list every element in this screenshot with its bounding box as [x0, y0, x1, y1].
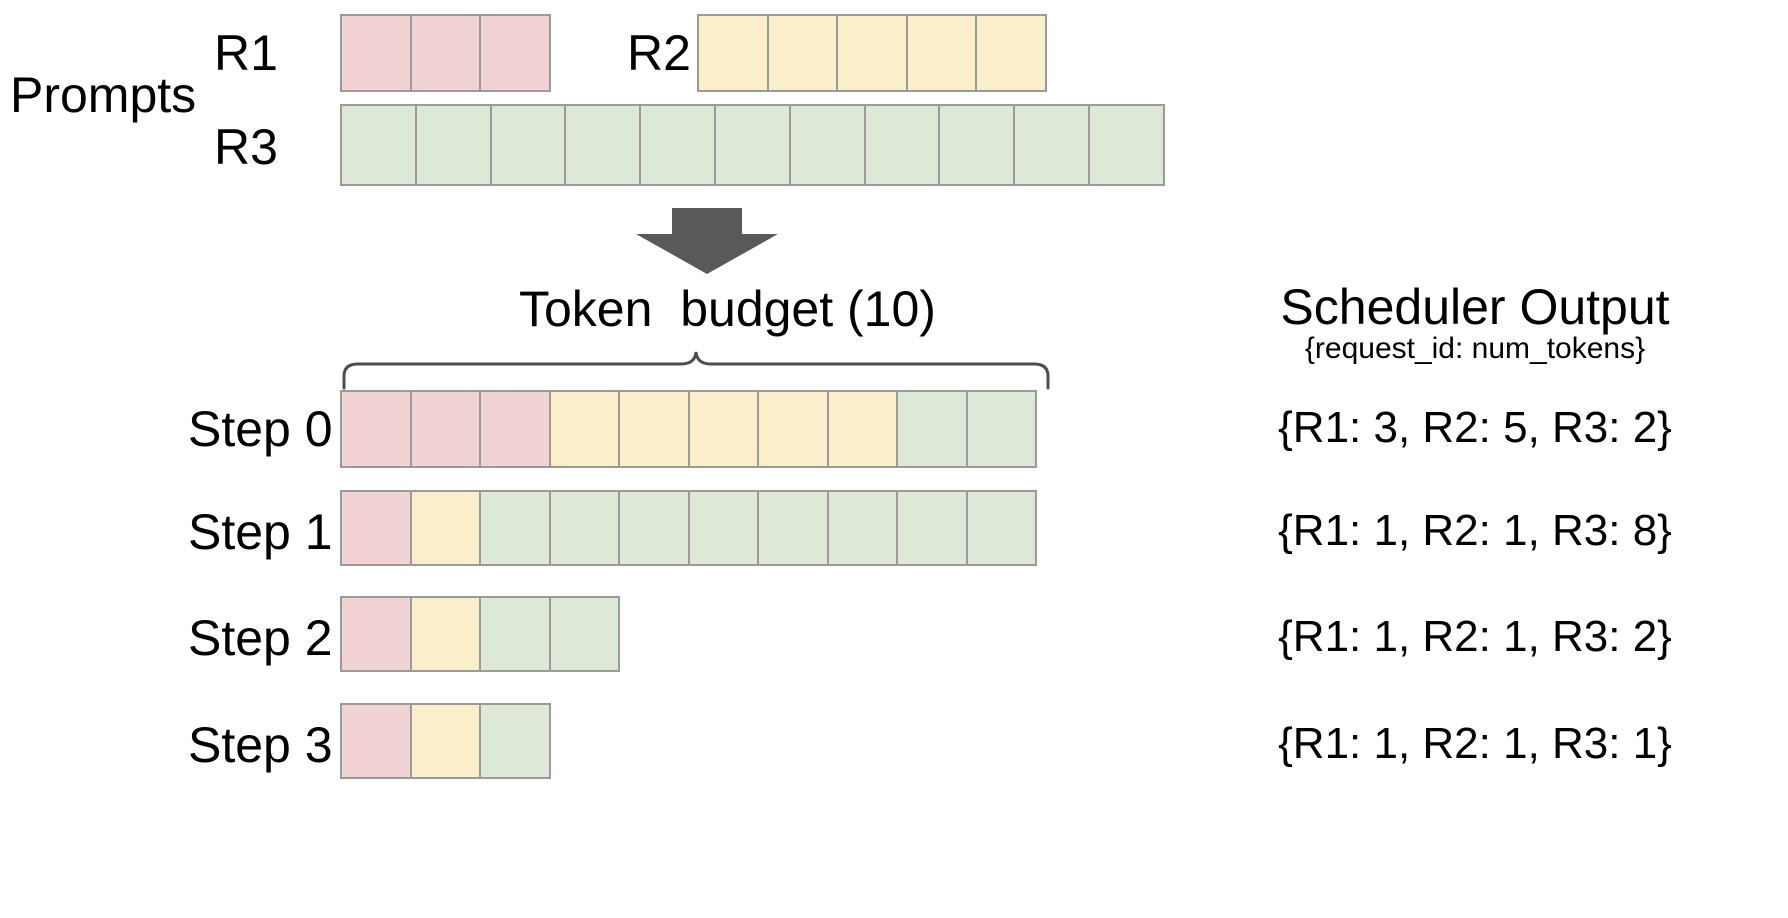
prompt-r3-cell	[489, 104, 567, 186]
step-1-cell	[548, 490, 620, 566]
step-0-cell	[965, 390, 1037, 468]
step-0-cell	[479, 390, 551, 468]
step-row-1	[340, 490, 1057, 566]
prompt-r3-cell	[713, 104, 791, 186]
prompt-r3-cell	[564, 104, 642, 186]
prompt-r2-cell	[766, 14, 838, 92]
step-row-3	[340, 703, 557, 779]
prompt-r2-cell	[975, 14, 1047, 92]
prompt-r2-cell	[836, 14, 908, 92]
prompt-row-r3	[340, 104, 1187, 186]
step-label-3: Step 3	[188, 717, 333, 773]
step-2-cell	[548, 596, 620, 672]
step-1-cell	[479, 490, 551, 566]
step-2-cell	[409, 596, 481, 672]
step-1-cell	[896, 490, 968, 566]
prompt-label-r1: R1	[214, 25, 278, 81]
step-row-0	[340, 390, 1057, 468]
step-0-cell	[826, 390, 898, 468]
scheduler-output-2: {R1: 1, R2: 1, R3: 2}	[1278, 612, 1672, 661]
prompt-r2-cell	[905, 14, 977, 92]
step-1-cell	[618, 490, 690, 566]
prompt-r2-cell	[697, 14, 769, 92]
step-row-2	[340, 596, 628, 672]
prompt-row-r1	[340, 14, 557, 92]
step-0-cell	[757, 390, 829, 468]
step-0-cell	[548, 390, 620, 468]
down-arrow-icon	[636, 208, 778, 274]
prompt-r3-cell	[788, 104, 866, 186]
scheduler-output-heading: Scheduler Output	[1280, 279, 1670, 335]
scheduler-output-3: {R1: 1, R2: 1, R3: 1}	[1278, 719, 1672, 768]
prompts-section-label: Prompts	[10, 67, 197, 123]
prompt-label-r3: R3	[214, 119, 278, 175]
prompt-r1-cell	[409, 14, 481, 92]
prompt-r3-cell	[340, 104, 417, 186]
step-1-cell	[757, 490, 829, 566]
step-1-cell	[409, 490, 481, 566]
prompt-r3-cell	[639, 104, 716, 186]
curly-brace-icon	[340, 348, 1052, 390]
step-0-cell	[409, 390, 481, 468]
step-3-cell	[479, 703, 551, 779]
prompt-row-r2	[697, 14, 1057, 92]
prompt-label-r2: R2	[627, 25, 691, 81]
step-label-0: Step 0	[188, 401, 333, 457]
step-3-cell	[340, 703, 412, 779]
step-2-cell	[340, 596, 412, 672]
step-1-cell	[687, 490, 759, 566]
prompt-r1-cell	[479, 14, 551, 92]
step-1-cell	[340, 490, 412, 566]
prompt-r3-cell	[414, 104, 492, 186]
prompt-r3-cell	[1013, 104, 1090, 186]
step-1-cell	[965, 490, 1037, 566]
prompt-r1-cell	[340, 14, 412, 92]
step-3-cell	[409, 703, 481, 779]
step-0-cell	[340, 390, 412, 468]
prompt-r3-cell	[1087, 104, 1165, 186]
scheduler-output-1: {R1: 1, R2: 1, R3: 8}	[1278, 506, 1672, 555]
scheduler-output-0: {R1: 3, R2: 5, R3: 2}	[1278, 403, 1672, 452]
step-2-cell	[479, 596, 551, 672]
step-label-2: Step 2	[188, 610, 333, 666]
step-0-cell	[618, 390, 690, 468]
token-budget-label: Token budget (10)	[519, 281, 936, 337]
prompt-r3-cell	[863, 104, 941, 186]
prompt-r3-cell	[938, 104, 1016, 186]
step-0-cell	[896, 390, 968, 468]
scheduler-output-subheading: {request_id: num_tokens}	[1304, 332, 1646, 365]
step-0-cell	[687, 390, 759, 468]
step-1-cell	[826, 490, 898, 566]
step-label-1: Step 1	[188, 504, 333, 560]
